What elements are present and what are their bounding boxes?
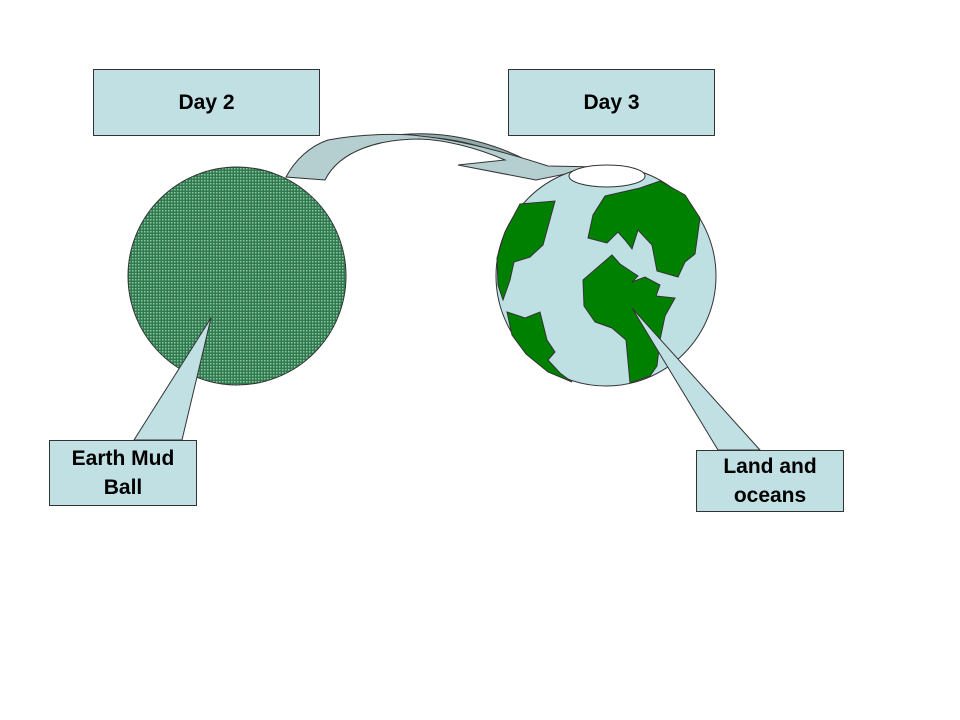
mud-ball-callout-box: Earth Mud Ball [49,440,197,506]
transition-arrow-body [285,133,601,181]
land-oceans-callout-text: Land and oceans [723,455,817,507]
day2-label-box: Day 2 [93,69,320,136]
landmass-northwest [496,200,556,302]
day2-label: Day 2 [178,91,235,114]
landmass-northeast [587,180,701,278]
land-ocean-globe [495,164,717,387]
mud-ball-globe [127,166,347,386]
transition-arrow [285,133,601,181]
land-oceans-callout-box: Land and oceans [696,450,844,512]
polar-ice-cap [568,164,646,188]
landmass-southwest [506,311,573,383]
day3-label: Day 3 [583,91,640,114]
mud-ball-callout-text: Earth Mud Ball [71,447,175,499]
day3-label-box: Day 3 [508,69,715,136]
